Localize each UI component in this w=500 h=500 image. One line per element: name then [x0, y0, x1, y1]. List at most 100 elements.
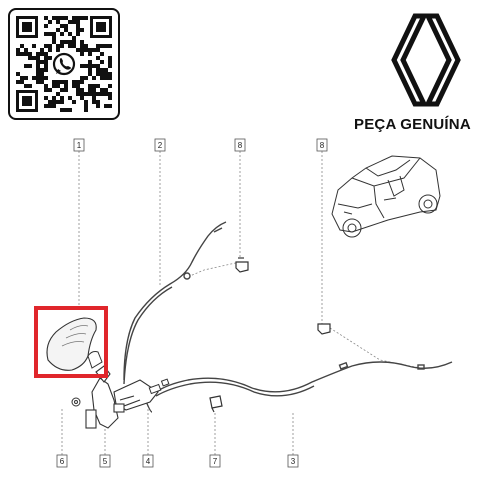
qr-module — [60, 96, 64, 100]
qr-module — [96, 100, 100, 104]
qr-module — [32, 76, 36, 80]
qr-module — [96, 92, 100, 96]
qr-module — [100, 72, 104, 76]
qr-module — [108, 76, 112, 80]
callout-3[interactable]: 3 — [287, 454, 299, 468]
qr-module — [28, 52, 32, 56]
qr-module — [88, 84, 92, 88]
qr-module — [60, 24, 64, 28]
qr-module — [96, 68, 100, 72]
qr-module — [16, 48, 20, 52]
qr-module — [60, 80, 64, 84]
nut — [71, 397, 81, 407]
qr-module — [44, 84, 48, 88]
qr-module — [32, 56, 36, 60]
qr-code[interactable] — [8, 8, 120, 120]
qr-module — [68, 96, 72, 100]
callout-8-upper[interactable]: 8 — [234, 138, 246, 152]
qr-module — [64, 88, 68, 92]
whatsapp-icon — [51, 51, 77, 77]
qr-module — [76, 84, 80, 88]
qr-module — [104, 68, 108, 72]
qr-module — [100, 68, 104, 72]
qr-module — [72, 44, 76, 48]
qr-module — [36, 60, 40, 64]
qr-module — [56, 20, 60, 24]
qr-module — [40, 48, 44, 52]
qr-module — [44, 56, 48, 60]
qr-module — [64, 16, 68, 20]
qr-module — [76, 88, 80, 92]
qr-module — [44, 96, 48, 100]
qr-module — [60, 40, 64, 44]
qr-module — [16, 52, 20, 56]
qr-module — [104, 72, 108, 76]
qr-module — [108, 60, 112, 64]
qr-module — [40, 68, 44, 72]
qr-module — [108, 64, 112, 68]
qr-module — [88, 68, 92, 72]
qr-module — [68, 32, 72, 36]
qr-module — [56, 28, 60, 32]
qr-module — [24, 84, 28, 88]
callout-2[interactable]: 2 — [154, 138, 166, 152]
qr-module — [64, 40, 68, 44]
qr-module — [92, 96, 96, 100]
callout-5[interactable]: 5 — [99, 454, 111, 468]
qr-module — [56, 92, 60, 96]
qr-module — [108, 72, 112, 76]
qr-module — [92, 48, 96, 52]
qr-module — [52, 80, 56, 84]
qr-module — [108, 104, 112, 108]
qr-module — [80, 64, 84, 68]
qr-module — [48, 88, 52, 92]
qr-module — [100, 76, 104, 80]
qr-module — [76, 24, 80, 28]
qr-module — [24, 52, 28, 56]
qr-module — [80, 28, 84, 32]
qr-module — [44, 32, 48, 36]
qr-module — [76, 20, 80, 24]
lever-handle-grip — [46, 317, 103, 371]
qr-module — [36, 72, 40, 76]
qr-module — [44, 104, 48, 108]
callout-1[interactable]: 1 — [73, 138, 85, 152]
qr-module — [96, 72, 100, 76]
qr-module — [92, 88, 96, 92]
qr-module — [44, 44, 48, 48]
qr-module — [44, 16, 48, 20]
qr-module — [68, 44, 72, 48]
qr-module — [72, 16, 76, 20]
clip-bracket-upper — [235, 257, 249, 273]
cable-equalizer — [148, 378, 170, 395]
qr-module — [40, 80, 44, 84]
qr-module — [60, 16, 64, 20]
qr-module — [92, 84, 96, 88]
callout-7[interactable]: 7 — [209, 454, 221, 468]
qr-module — [96, 56, 100, 60]
qr-module — [32, 44, 36, 48]
qr-module — [72, 80, 76, 84]
callout-4[interactable]: 4 — [142, 454, 154, 468]
qr-module — [64, 28, 68, 32]
qr-module — [24, 76, 28, 80]
qr-module — [104, 88, 108, 92]
callout-6[interactable]: 6 — [56, 454, 68, 468]
qr-module — [96, 104, 100, 108]
qr-module — [52, 100, 56, 104]
qr-module — [84, 48, 88, 52]
qr-module — [88, 48, 92, 52]
cable-clip — [209, 395, 223, 413]
qr-code-pattern — [16, 16, 112, 112]
qr-module — [48, 32, 52, 36]
qr-module — [52, 104, 56, 108]
qr-module — [92, 76, 96, 80]
qr-module — [64, 80, 68, 84]
qr-module — [88, 52, 92, 56]
qr-module — [84, 104, 88, 108]
qr-module — [72, 84, 76, 88]
qr-module — [100, 92, 104, 96]
callout-4-label: 4 — [146, 457, 151, 466]
rear-cable — [143, 361, 453, 413]
callout-8-right[interactable]: 8 — [316, 138, 328, 152]
